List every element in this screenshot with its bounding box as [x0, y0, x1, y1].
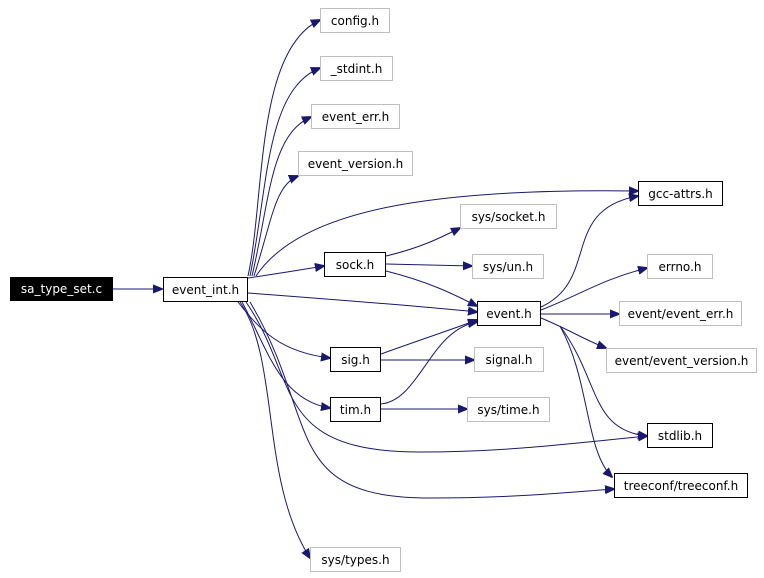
node-sys-socket-h[interactable]: sys/socket.h [460, 204, 557, 229]
node-stdint-h[interactable]: _stdint.h [320, 56, 393, 81]
node-config-h[interactable]: config.h [320, 8, 390, 33]
edge-event-gcc-attrs [540, 196, 638, 308]
node-event-event-err-h[interactable]: event/event_err.h [619, 301, 742, 326]
edge-event-int-sock [247, 266, 324, 279]
node-event-err-h[interactable]: event_err.h [311, 104, 400, 129]
edge-tim-event [380, 322, 477, 405]
edge-event-int-event-err [251, 117, 311, 277]
edge-sock-sys-socket [385, 228, 460, 257]
edge-event-int-stdlib [245, 301, 647, 453]
node-tim-h[interactable]: tim.h [330, 397, 381, 422]
node-sock-h[interactable]: sock.h [324, 252, 386, 277]
node-sig-h[interactable]: sig.h [330, 347, 381, 372]
node-sa-type-set-c[interactable]: sa_type_set.c [10, 277, 113, 301]
edge-event-stdlib [559, 325, 647, 436]
node-gcc-attrs-h[interactable]: gcc-attrs.h [638, 181, 723, 206]
edge-event-int-tim [241, 301, 330, 408]
node-event-int-h[interactable]: event_int.h [163, 277, 248, 302]
node-signal-h[interactable]: signal.h [474, 347, 544, 372]
edge-event-treeconf [559, 325, 612, 477]
edge-event-int-sys-types [239, 301, 310, 558]
node-treeconf-h[interactable]: treeconf/treeconf.h [614, 473, 748, 498]
node-errno-h[interactable]: errno.h [647, 254, 713, 279]
edge-event-errno [540, 268, 647, 311]
edge-event-event-event-version [540, 317, 606, 348]
edge-event-int-stdint [249, 68, 320, 277]
node-sys-time-h[interactable]: sys/time.h [467, 397, 550, 422]
node-event-version-h[interactable]: event_version.h [298, 151, 413, 176]
edge-sock-event [385, 270, 477, 306]
edge-event-int-event [247, 292, 477, 312]
edge-event-int-event-version [253, 176, 298, 277]
edge-event-int-config [247, 20, 320, 277]
edge-sock-sys-un [385, 264, 472, 266]
edge-event-int-treeconf [249, 301, 614, 499]
node-sys-un-h[interactable]: sys/un.h [472, 254, 544, 279]
node-event-event-version-h[interactable]: event/event_version.h [606, 348, 757, 373]
edge-sig-event [380, 320, 477, 355]
node-stdlib-h[interactable]: stdlib.h [647, 423, 713, 448]
node-sys-types-h[interactable]: sys/types.h [310, 547, 401, 572]
edge-event-int-gcc-attrs [255, 191, 638, 277]
node-event-h[interactable]: event.h [477, 301, 541, 326]
